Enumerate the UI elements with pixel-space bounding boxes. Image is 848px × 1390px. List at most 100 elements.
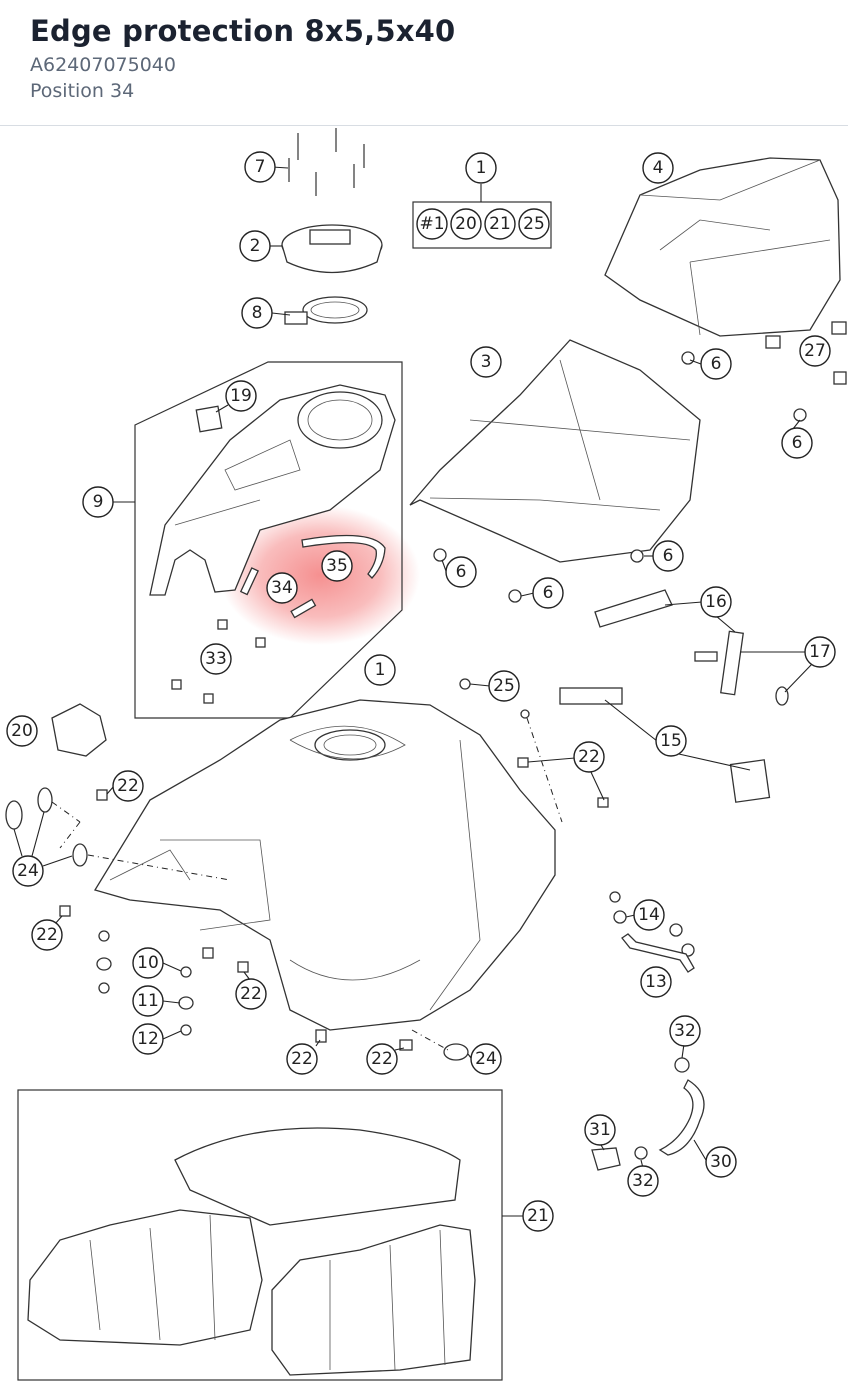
callout-13: 13 xyxy=(640,966,672,998)
kit-item: 21 xyxy=(484,208,516,240)
fuel-tank-1 xyxy=(93,699,556,1031)
callout-label: 2 xyxy=(250,236,261,256)
callout-label: 6 xyxy=(663,546,674,566)
page-header: Edge protection 8x5,5x40 A62407075040 Po… xyxy=(0,0,848,126)
callout-22: 22 xyxy=(366,1043,398,1075)
clips-27 xyxy=(765,321,847,385)
group-frame-21 xyxy=(17,1089,503,1381)
hose-13-caps-14 xyxy=(609,891,695,973)
svg-text:#1: #1 xyxy=(419,214,444,234)
clips-33 xyxy=(171,619,266,704)
kit-box xyxy=(412,201,552,249)
part-34-edge-protection-a xyxy=(239,567,259,596)
callout-22: 22 xyxy=(573,741,605,773)
hose-30-31-32 xyxy=(591,1057,705,1171)
callout-label: 17 xyxy=(809,642,831,662)
callout-label: 22 xyxy=(240,984,262,1004)
callout-label: 6 xyxy=(543,583,554,603)
callout-22: 22 xyxy=(31,919,63,951)
callout-6: 6 xyxy=(445,556,477,588)
svg-text:20: 20 xyxy=(455,214,477,234)
callout-33: 33 xyxy=(200,643,232,675)
callout-34: 34 xyxy=(266,572,298,604)
callout-20: 20 xyxy=(6,715,38,747)
callout-16: 16 xyxy=(700,586,732,618)
callout-label: 14 xyxy=(638,905,660,925)
screws-7 xyxy=(288,128,365,196)
group-frame-9 xyxy=(134,361,403,719)
callout-12: 12 xyxy=(132,1023,164,1055)
svg-text:25: 25 xyxy=(523,214,545,234)
callout-label: 10 xyxy=(137,953,159,973)
callout-label: 24 xyxy=(475,1049,497,1069)
part-position: Position 34 xyxy=(30,80,135,102)
callout-label: 6 xyxy=(792,433,803,453)
tank-cover xyxy=(149,384,396,596)
heat-shields-21 xyxy=(27,1127,476,1376)
screw-stack-10-11-12 xyxy=(96,930,194,1036)
callout-label: 33 xyxy=(205,649,227,669)
foam-pads-15 xyxy=(559,687,771,803)
kit-item: #1 xyxy=(416,208,448,240)
callout-label: 8 xyxy=(252,303,263,323)
callout-label: 25 xyxy=(493,676,515,696)
callout-1: 1 xyxy=(465,152,497,184)
callout-label: 22 xyxy=(36,925,58,945)
part-title: Edge protection 8x5,5x40 xyxy=(30,14,456,48)
callout-label: 3 xyxy=(481,352,492,372)
callout-27: 27 xyxy=(799,335,831,367)
callout-21: 21 xyxy=(522,1200,554,1232)
callout-32: 32 xyxy=(669,1015,701,1047)
callout-6: 6 xyxy=(532,577,564,609)
callout-label: 34 xyxy=(271,578,293,598)
seat-3 xyxy=(409,339,701,563)
callout-label: 13 xyxy=(645,972,667,992)
callout-22: 22 xyxy=(286,1043,318,1075)
callout-label: 6 xyxy=(456,562,467,582)
ring-8 xyxy=(284,296,368,325)
kit-item: 25 xyxy=(518,208,550,240)
part-35-edge-protection xyxy=(301,534,386,579)
exploded-parts-diagram: #1 20 21 25 7142836276199353466616173312… xyxy=(5,128,847,1381)
callout-11: 11 xyxy=(132,985,164,1017)
callout-label: 9 xyxy=(93,492,104,512)
callout-10: 10 xyxy=(132,947,164,979)
callout-label: 1 xyxy=(476,158,487,178)
callout-14: 14 xyxy=(633,899,665,931)
bolts-6 xyxy=(433,351,807,603)
callout-31: 31 xyxy=(584,1114,616,1146)
callout-label: 27 xyxy=(804,341,826,361)
callout-label: 1 xyxy=(375,660,386,680)
callout-label: 16 xyxy=(705,592,727,612)
svg-text:21: 21 xyxy=(489,214,511,234)
callout-22: 22 xyxy=(112,770,144,802)
callout-1: 1 xyxy=(364,654,396,686)
callout-7: 7 xyxy=(244,151,276,183)
callout-3: 3 xyxy=(470,346,502,378)
callout-24: 24 xyxy=(12,855,44,887)
callout-label: 7 xyxy=(255,157,266,177)
callout-label: 32 xyxy=(674,1021,696,1041)
callout-label: 4 xyxy=(653,158,664,178)
kit-box-items: #1 20 21 25 xyxy=(416,208,550,240)
callout-label: 22 xyxy=(291,1049,313,1069)
callout-label: 20 xyxy=(11,721,33,741)
callout-label: 30 xyxy=(710,1152,732,1172)
fasteners xyxy=(59,678,609,1051)
callout-label: 22 xyxy=(371,1049,393,1069)
kit-item: 20 xyxy=(450,208,482,240)
callout-label: 11 xyxy=(137,991,159,1011)
callout-9: 9 xyxy=(82,486,114,518)
callout-label: 22 xyxy=(578,747,600,767)
callout-label: 31 xyxy=(589,1120,611,1140)
callout-label: 35 xyxy=(326,556,348,576)
callout-label: 32 xyxy=(632,1171,654,1191)
callout-32: 32 xyxy=(627,1165,659,1197)
callout-label: 12 xyxy=(137,1029,159,1049)
callout-22: 22 xyxy=(235,978,267,1010)
part-number: A62407075040 xyxy=(30,54,176,76)
callout-6: 6 xyxy=(700,348,732,380)
callout-label: 19 xyxy=(230,386,252,406)
callout-30: 30 xyxy=(705,1146,737,1178)
